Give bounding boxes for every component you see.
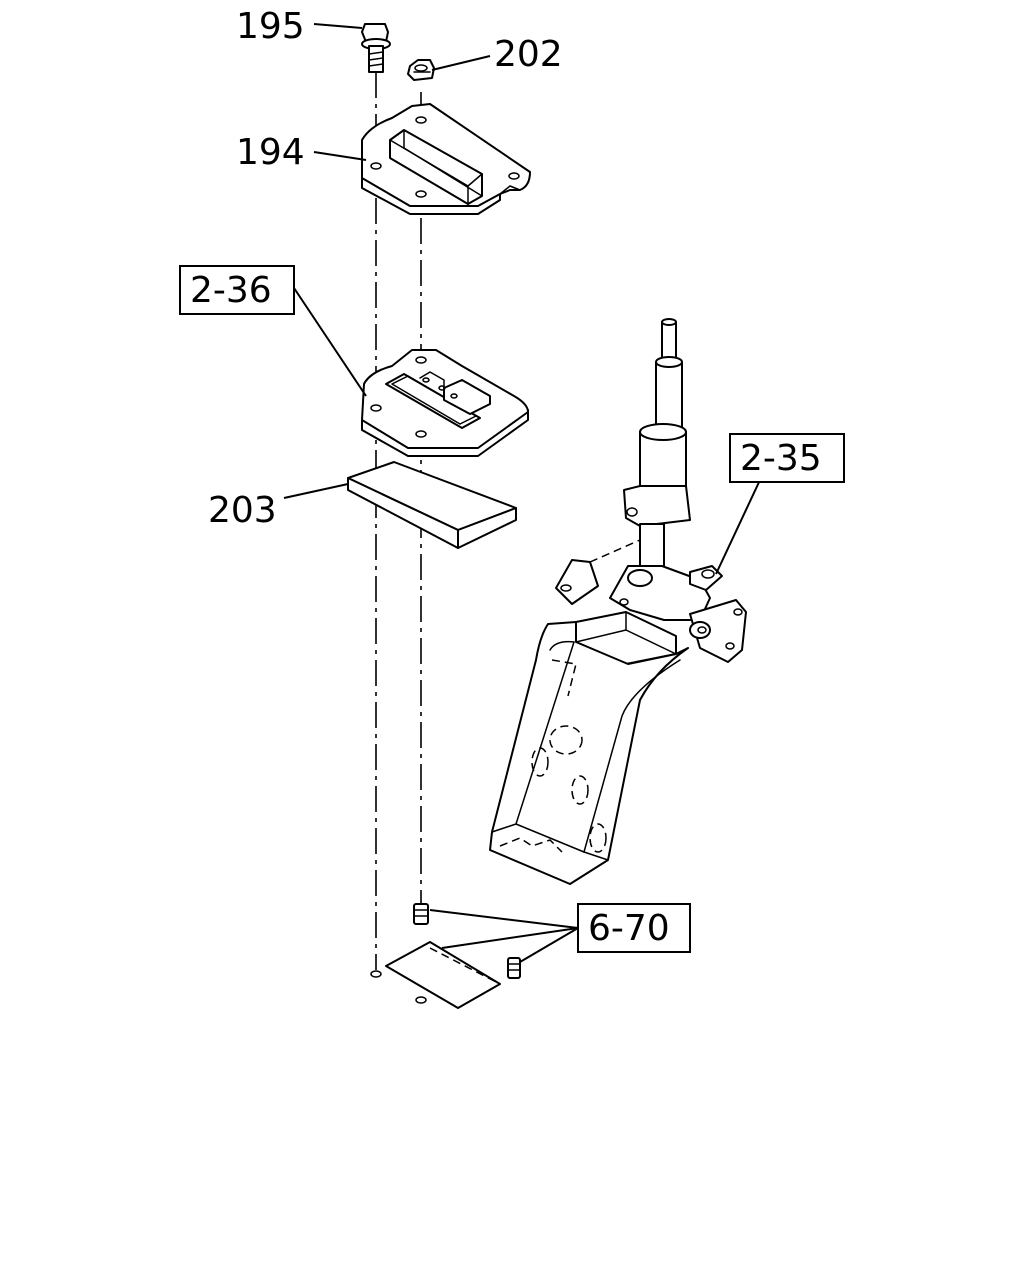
reference-2-35: 2-35 — [729, 433, 845, 483]
bolt-195 — [361, 23, 391, 73]
pad-203 — [347, 461, 517, 549]
reference-6-70: 6-70 — [577, 903, 691, 953]
leader-lines — [283, 23, 761, 963]
callout-194: 194 — [236, 132, 305, 173]
callout-203: 203 — [208, 490, 277, 531]
callout-195: 195 — [236, 6, 305, 47]
reference-2-35-label: 2-35 — [740, 438, 822, 479]
nut-202 — [407, 59, 435, 81]
pins-6-70 — [370, 903, 521, 1009]
lever-assembly-2-35 — [489, 318, 747, 885]
reference-2-36: 2-36 — [179, 265, 295, 315]
callout-202: 202 — [494, 34, 563, 75]
alignment-lines — [375, 72, 422, 970]
reference-2-36-label: 2-36 — [190, 270, 272, 311]
plate-194 — [361, 103, 531, 215]
plate-2-36 — [361, 349, 529, 457]
reference-6-70-label: 6-70 — [588, 908, 670, 949]
